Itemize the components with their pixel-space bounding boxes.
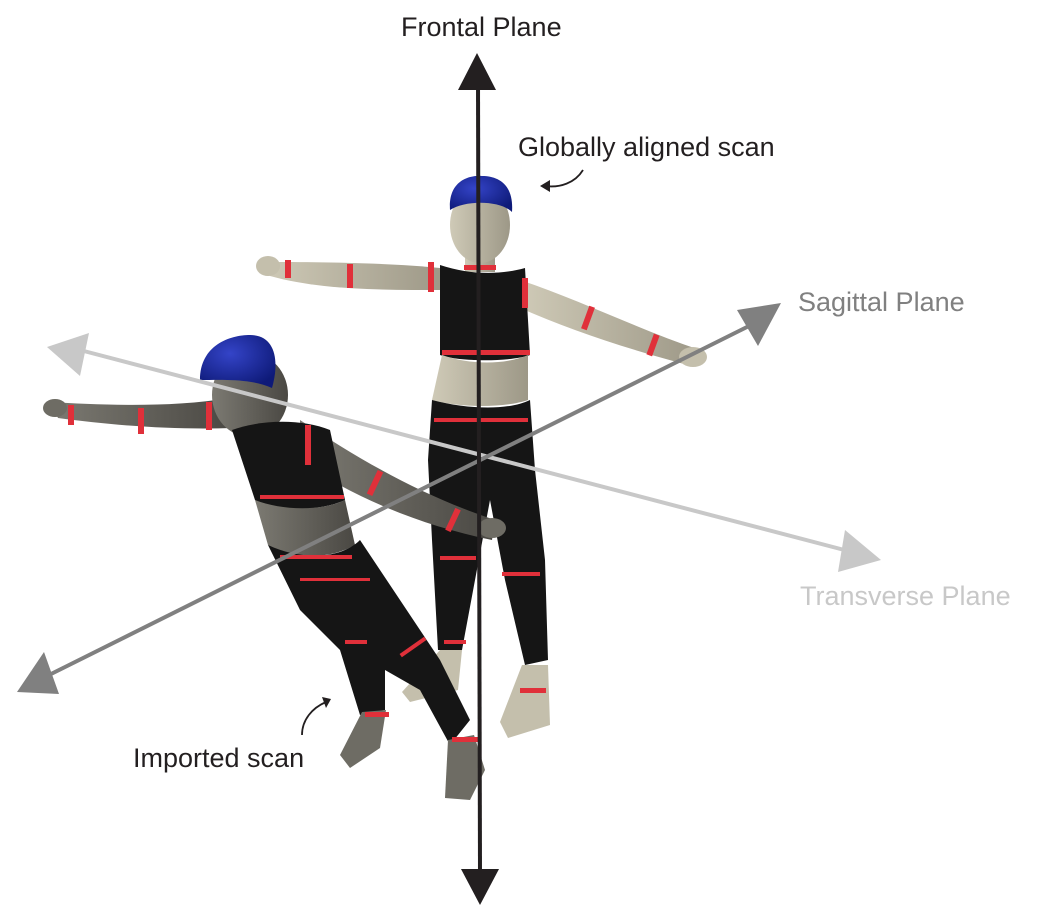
globally-aligned-scan-label: Globally aligned scan [518,134,775,161]
imported-scan-label: Imported scan [133,745,304,772]
arrowhead-icon [838,530,881,572]
arrowhead-icon [458,53,496,90]
transverse-plane-label: Transverse Plane [800,583,1011,610]
sagittal-plane-label: Sagittal Plane [798,289,965,316]
curved-arrow-icon [540,170,583,192]
curved-arrow-icon [302,697,331,735]
arrowhead-icon [737,303,781,346]
frontal-plane-label: Frontal Plane [401,14,562,41]
arrowhead-icon [461,869,499,905]
arrowhead-icon [47,333,89,376]
